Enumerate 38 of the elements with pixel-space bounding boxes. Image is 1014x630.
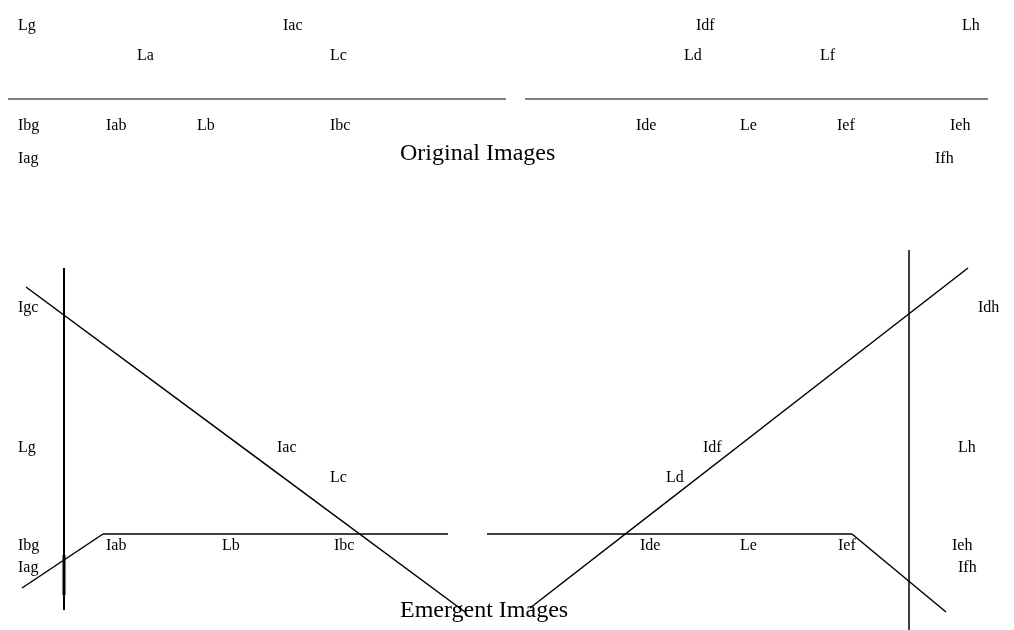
point-label: La [137,46,154,64]
point-label: Lb [222,536,240,554]
point-label: Iab [106,116,127,134]
point-label: Ld [666,468,684,486]
caption: Original Images [400,139,556,165]
point-label: Ide [636,116,657,134]
point-label: Ifh [958,558,977,576]
point-label: Iag [18,149,39,167]
point-label: Idf [703,438,722,456]
point-label: Iac [277,438,297,456]
point-label: Ibg [18,536,40,554]
point-label: Le [740,536,757,554]
point-label: Idh [978,298,1000,316]
point-label: Ibc [334,536,355,554]
point-label: Iab [106,536,127,554]
point-label: Ibg [18,116,40,134]
point-label: Ieh [952,536,973,554]
point-label: Ld [684,46,702,64]
caption: Emergent Images [400,596,569,622]
point-label: Ibc [330,116,351,134]
point-label: Igc [18,298,39,316]
point-label: Ifh [935,149,954,167]
point-label: Ide [640,536,661,554]
point-label: Lf [820,46,836,64]
point-label: Lc [330,46,347,64]
point-label: Idf [696,16,715,34]
point-label: Le [740,116,757,134]
point-label: Iag [18,558,39,576]
point-label: Ieh [950,116,971,134]
point-label: Ief [837,116,855,134]
point-label: Lg [18,438,36,456]
point-label: Lc [330,468,347,486]
point-label: Lh [958,438,976,456]
point-label: Lg [18,16,36,34]
point-label: Iac [283,16,303,34]
point-label: Lb [197,116,215,134]
point-label: Lh [962,16,980,34]
point-label: Ief [838,536,856,554]
